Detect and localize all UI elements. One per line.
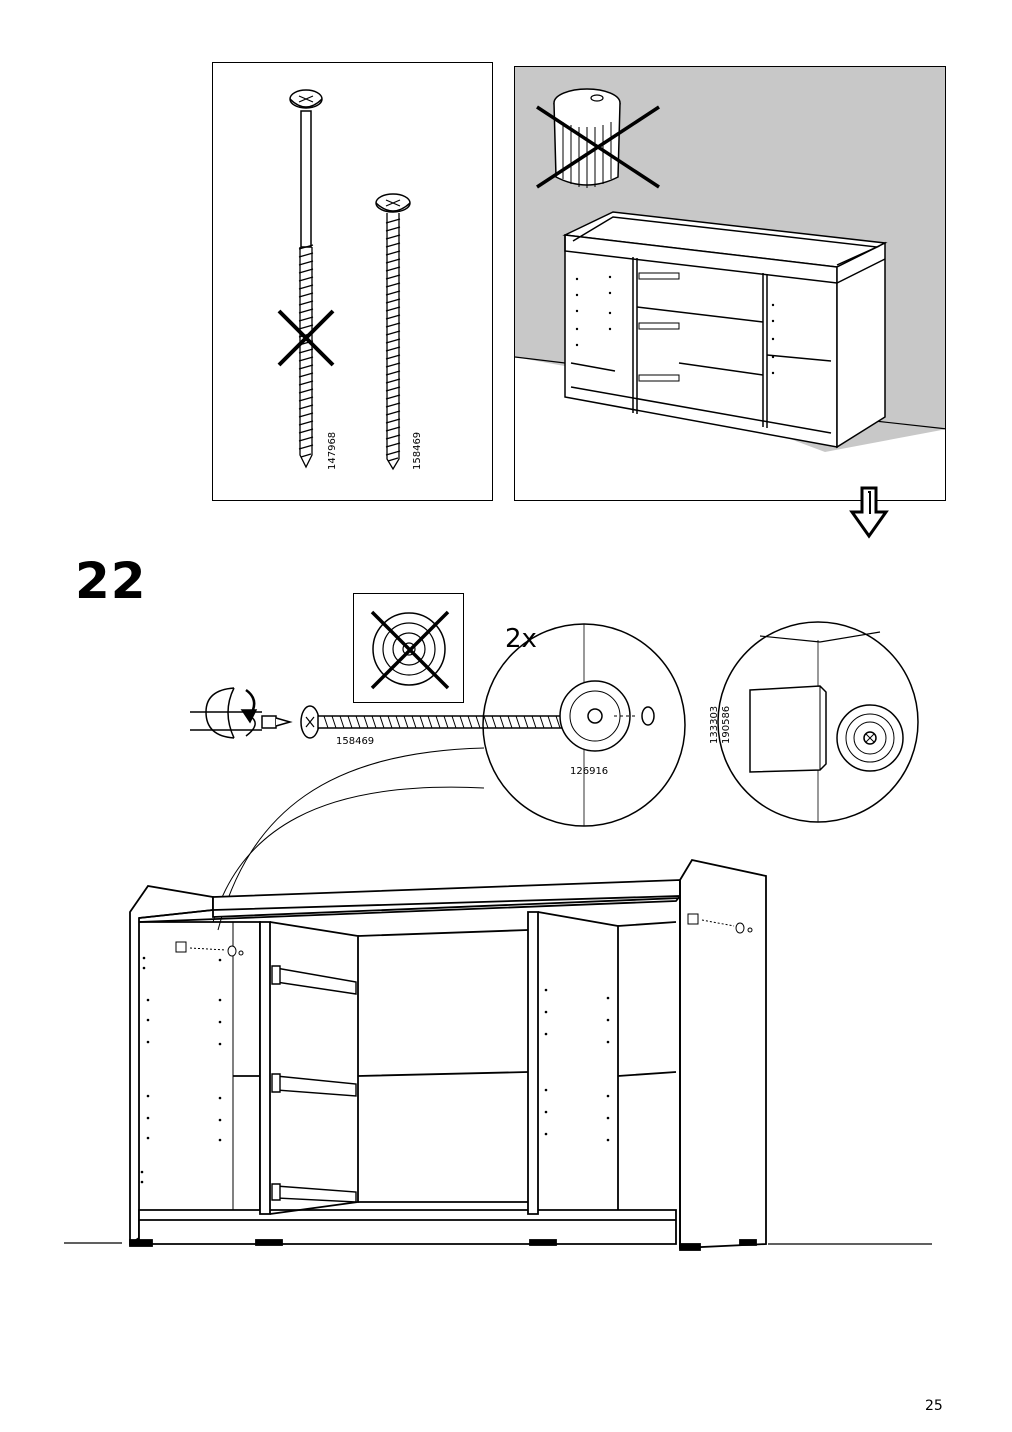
screw-insertion-marks: [175, 913, 753, 957]
cabinet-against-wall-illustration: [515, 88, 945, 500]
cap-part-number-b: 190586: [721, 705, 732, 744]
step-number: 22: [75, 552, 147, 610]
screw-158469-illustration: [300, 705, 586, 739]
cabinet: [129, 858, 767, 1251]
cross-mark-icon: [370, 610, 450, 690]
shelf-pin-holes: [140, 956, 610, 1184]
page-number: 25: [925, 1398, 943, 1414]
no-washer-panel: [353, 593, 464, 703]
screw-illustration: [277, 89, 411, 471]
crossed-out-washer-illustration: [370, 610, 450, 690]
cap-part-number-a: 133303: [709, 705, 720, 744]
crossed-out-leveling-foot: [536, 88, 660, 189]
screw-part-number: 158469: [336, 736, 375, 747]
cabinet: [562, 211, 888, 449]
wall-placement-panel: [514, 66, 946, 501]
drawer-runners: [271, 965, 357, 1203]
short-screw-thread: [385, 218, 401, 462]
washer-part-number: 126916: [570, 766, 609, 777]
cross-mark-icon: [277, 309, 335, 367]
long-screw-thread: [298, 244, 314, 458]
cap-133303-190586-illustration: [749, 685, 904, 773]
washer-126916-illustration: [559, 680, 655, 752]
screw-comparison-panel: 147968 158469: [212, 62, 493, 501]
screwdriver-icon: [190, 687, 293, 739]
cross-mark-icon: [536, 105, 660, 189]
